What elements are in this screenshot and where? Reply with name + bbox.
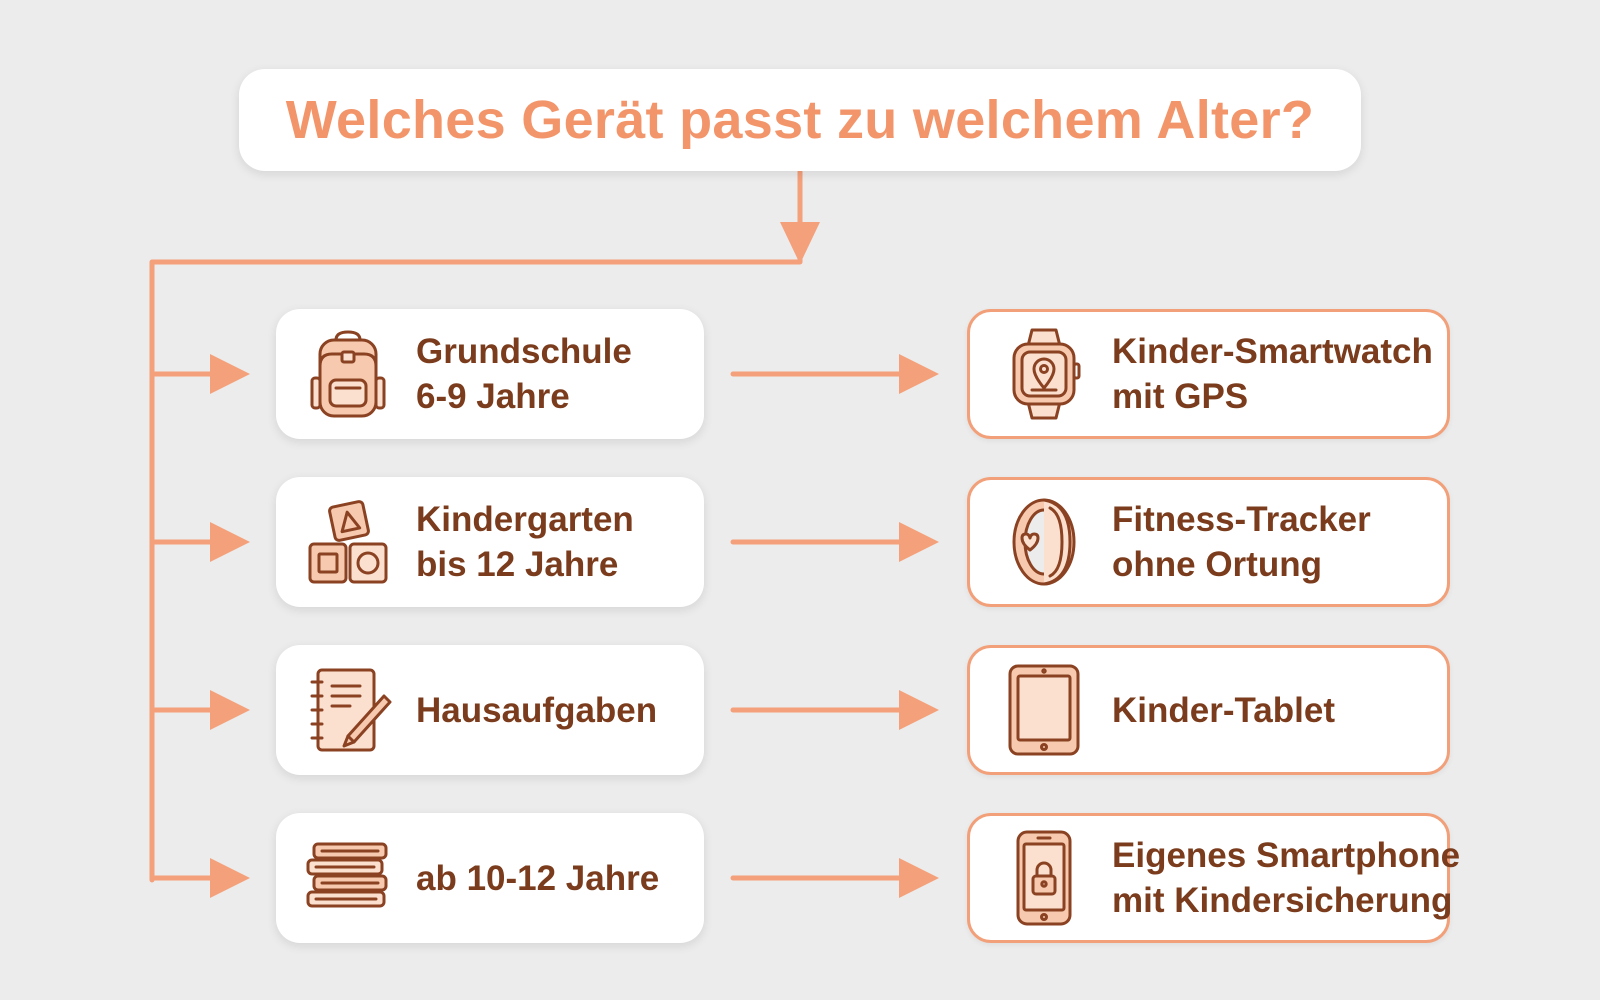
device-label: Kinder-Tablet: [1112, 690, 1335, 730]
arrowhead-branch-3: [210, 858, 250, 898]
age-range: 6-9 Jahre: [416, 377, 570, 416]
age-label: Kindergarten: [416, 500, 634, 539]
age-card-grundschule: Grundschule 6-9 Jahre: [276, 309, 704, 439]
title-box: Welches Gerät passt zu welchem Alter?: [239, 69, 1361, 171]
device-label: Kinder-Smartwatch: [1112, 332, 1433, 371]
arrowhead-branch-1: [210, 522, 250, 562]
age-label: Hausaufgaben: [416, 690, 658, 730]
age-card-ab-10-12: ab 10-12 Jahre: [276, 813, 704, 943]
smartwatch-gps-icon: [1000, 326, 1088, 422]
device-card-tablet: Kinder-Tablet: [967, 645, 1450, 775]
age-range: bis 12 Jahre: [416, 545, 619, 584]
backpack-icon: [304, 326, 392, 422]
device-label: Eigenes Smartphone: [1112, 836, 1461, 875]
device-card-smartwatch: Kinder-Smartwatch mit GPS: [967, 309, 1450, 439]
smartphone-lock-icon: [1000, 830, 1088, 926]
device-card-fitness-tracker: Fitness-Tracker ohne Ortung: [967, 477, 1450, 607]
page-title: Welches Gerät passt zu welchem Alter?: [285, 90, 1315, 150]
device-detail: ohne Ortung: [1112, 545, 1322, 584]
device-detail: mit GPS: [1112, 377, 1249, 416]
age-label: Grundschule: [416, 332, 632, 371]
notebook-pencil-icon: [304, 662, 392, 758]
book-stack-icon: [304, 830, 392, 926]
arrowhead-link-0: [899, 354, 939, 394]
age-card-kindergarten: Kindergarten bis 12 Jahre: [276, 477, 704, 607]
arrowhead-branch-2: [210, 690, 250, 730]
toy-blocks-icon: [304, 494, 392, 590]
device-card-smartphone: Eigenes Smartphone mit Kindersicherung: [967, 813, 1460, 943]
arrowhead-title: [780, 222, 820, 264]
device-label: Fitness-Tracker: [1112, 500, 1371, 539]
arrowhead-link-3: [899, 858, 939, 898]
arrowhead-link-2: [899, 690, 939, 730]
fitness-band-icon: [1000, 494, 1088, 590]
arrowhead-branch-0: [210, 354, 250, 394]
arrowhead-link-1: [899, 522, 939, 562]
device-detail: mit Kindersicherung: [1112, 881, 1453, 920]
title-to-trunk-connector: [149, 169, 803, 883]
age-card-hausaufgaben: Hausaufgaben: [276, 645, 704, 775]
tablet-icon: [1000, 662, 1088, 758]
age-label: ab 10-12 Jahre: [416, 858, 660, 898]
